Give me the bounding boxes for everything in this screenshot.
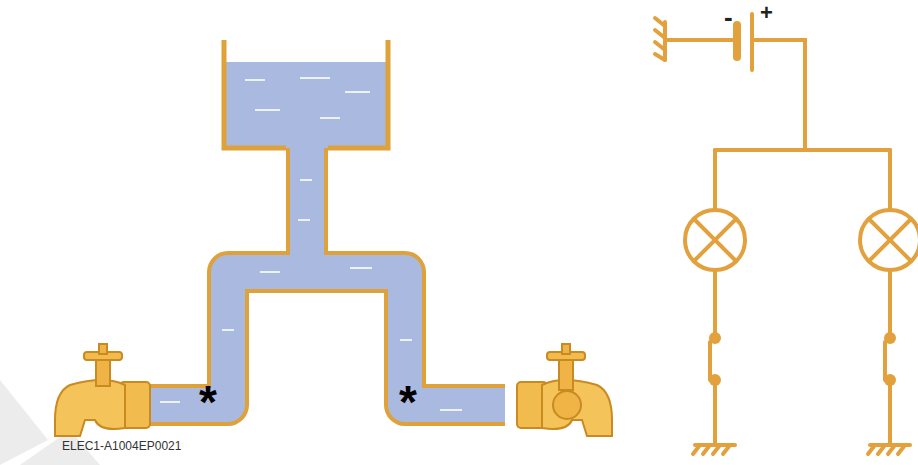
figure-code: ELEC1-A1004EP0021 (62, 440, 181, 452)
water-tank (160, 40, 462, 410)
polarity-sign: + (760, 2, 773, 24)
polarity-sign: - (724, 4, 733, 30)
water-tap (55, 344, 150, 436)
circuit (655, 14, 918, 454)
marker-symbol: * (199, 379, 217, 425)
water-tap (517, 344, 612, 436)
marker-symbol: * (399, 379, 417, 425)
switch-contact (709, 332, 896, 386)
